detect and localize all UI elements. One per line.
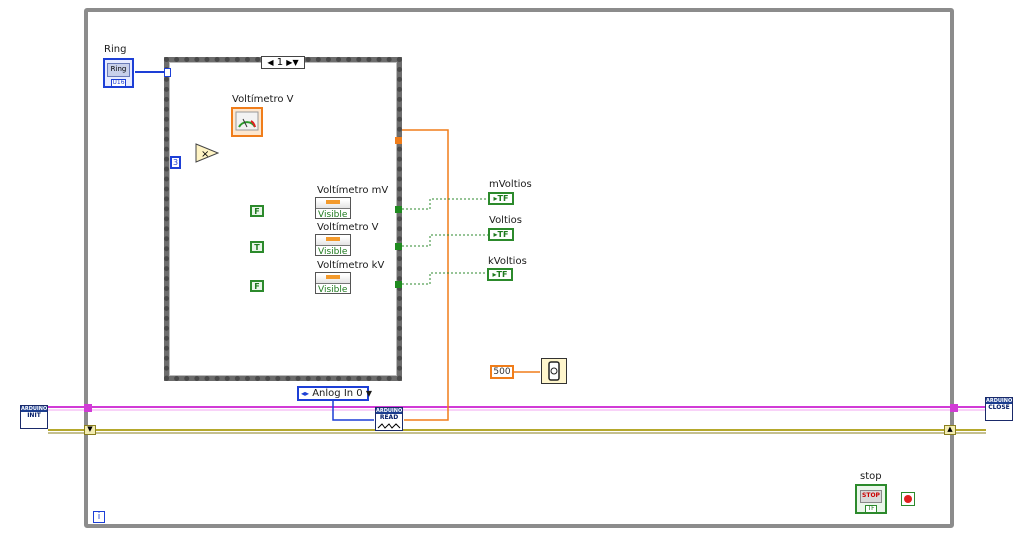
error-tunnel-left[interactable]: [84, 404, 92, 412]
refnum-icon: [326, 200, 340, 204]
ring-label: Ring: [104, 44, 127, 55]
chevron-down-icon[interactable]: ▼: [365, 389, 372, 398]
channel-selector[interactable]: ◂▸ Anlog In 0 ▼: [297, 386, 372, 401]
bool-tunnel-mv[interactable]: [395, 206, 402, 213]
bool-constant-v[interactable]: T: [250, 241, 264, 253]
arduino-read-block[interactable]: ARDUINO READ: [375, 407, 403, 431]
svg-text:×: ×: [201, 149, 209, 160]
stop-if-true-icon: [904, 495, 912, 503]
property-node-kv[interactable]: Visible: [315, 272, 351, 295]
wait-ms-constant[interactable]: 500: [490, 365, 514, 379]
case-prev-icon[interactable]: ◀: [267, 58, 274, 67]
error-tunnel-right[interactable]: [950, 404, 958, 412]
multiply-function-icon[interactable]: ×: [195, 143, 219, 163]
mvoltios-indicator[interactable]: ▸TF: [488, 192, 514, 205]
case-selector-terminal[interactable]: [164, 68, 171, 77]
prop-node-kv-label: Voltímetro kV: [317, 260, 385, 271]
arduino-close-block[interactable]: ARDUINO CLOSE: [985, 397, 1013, 421]
kvoltios-indicator[interactable]: ▸TF: [487, 268, 513, 281]
refnum-icon: [326, 275, 340, 279]
bool-tunnel-kv[interactable]: [395, 281, 402, 288]
loop-iteration-terminal[interactable]: i: [93, 511, 105, 523]
gauge-icon: [235, 111, 259, 131]
property-node-v[interactable]: Visible: [315, 234, 351, 257]
wait-function[interactable]: [541, 358, 567, 384]
prop-node-v-label: Voltímetro V: [317, 222, 379, 233]
voltmeter-v-label: Voltímetro V: [232, 94, 294, 105]
waveform-icon: [377, 423, 401, 429]
loop-condition-terminal[interactable]: [901, 492, 915, 506]
stop-label: stop: [860, 471, 882, 482]
watch-icon: [548, 361, 560, 381]
while-loop[interactable]: [84, 8, 954, 528]
voltios-indicator[interactable]: ▸TF: [488, 228, 514, 241]
prop-node-mv-label: Voltímetro mV: [317, 185, 389, 196]
bool-constant-kv[interactable]: F: [250, 280, 264, 292]
kvoltios-label: kVoltios: [488, 256, 527, 267]
shift-register-right[interactable]: ▲: [944, 425, 956, 435]
ring-increment-icon[interactable]: ◂▸: [301, 389, 310, 398]
mvoltios-label: mVoltios: [489, 179, 532, 190]
stop-button-terminal[interactable]: STOP TF: [855, 484, 887, 514]
shift-register-left[interactable]: ▼: [84, 425, 96, 435]
property-node-mv[interactable]: Visible: [315, 197, 351, 220]
numeric-constant-3[interactable]: 3: [170, 156, 181, 169]
voltios-label: Voltios: [489, 215, 522, 226]
arduino-init-block[interactable]: ARDUINO INIT: [20, 405, 48, 429]
voltmeter-indicator-terminal[interactable]: [231, 107, 263, 137]
ring-control-terminal[interactable]: Ring U16: [103, 58, 134, 88]
case-structure[interactable]: [164, 57, 402, 381]
numeric-wire-read[interactable]: [402, 129, 449, 421]
bool-tunnel-v[interactable]: [395, 243, 402, 250]
refnum-icon: [326, 237, 340, 241]
numeric-output-tunnel[interactable]: [395, 137, 402, 144]
case-selector[interactable]: ◀ 1 ▶▼: [261, 56, 305, 69]
case-next-icon[interactable]: ▶▼: [286, 58, 299, 67]
bool-constant-mv[interactable]: F: [250, 205, 264, 217]
